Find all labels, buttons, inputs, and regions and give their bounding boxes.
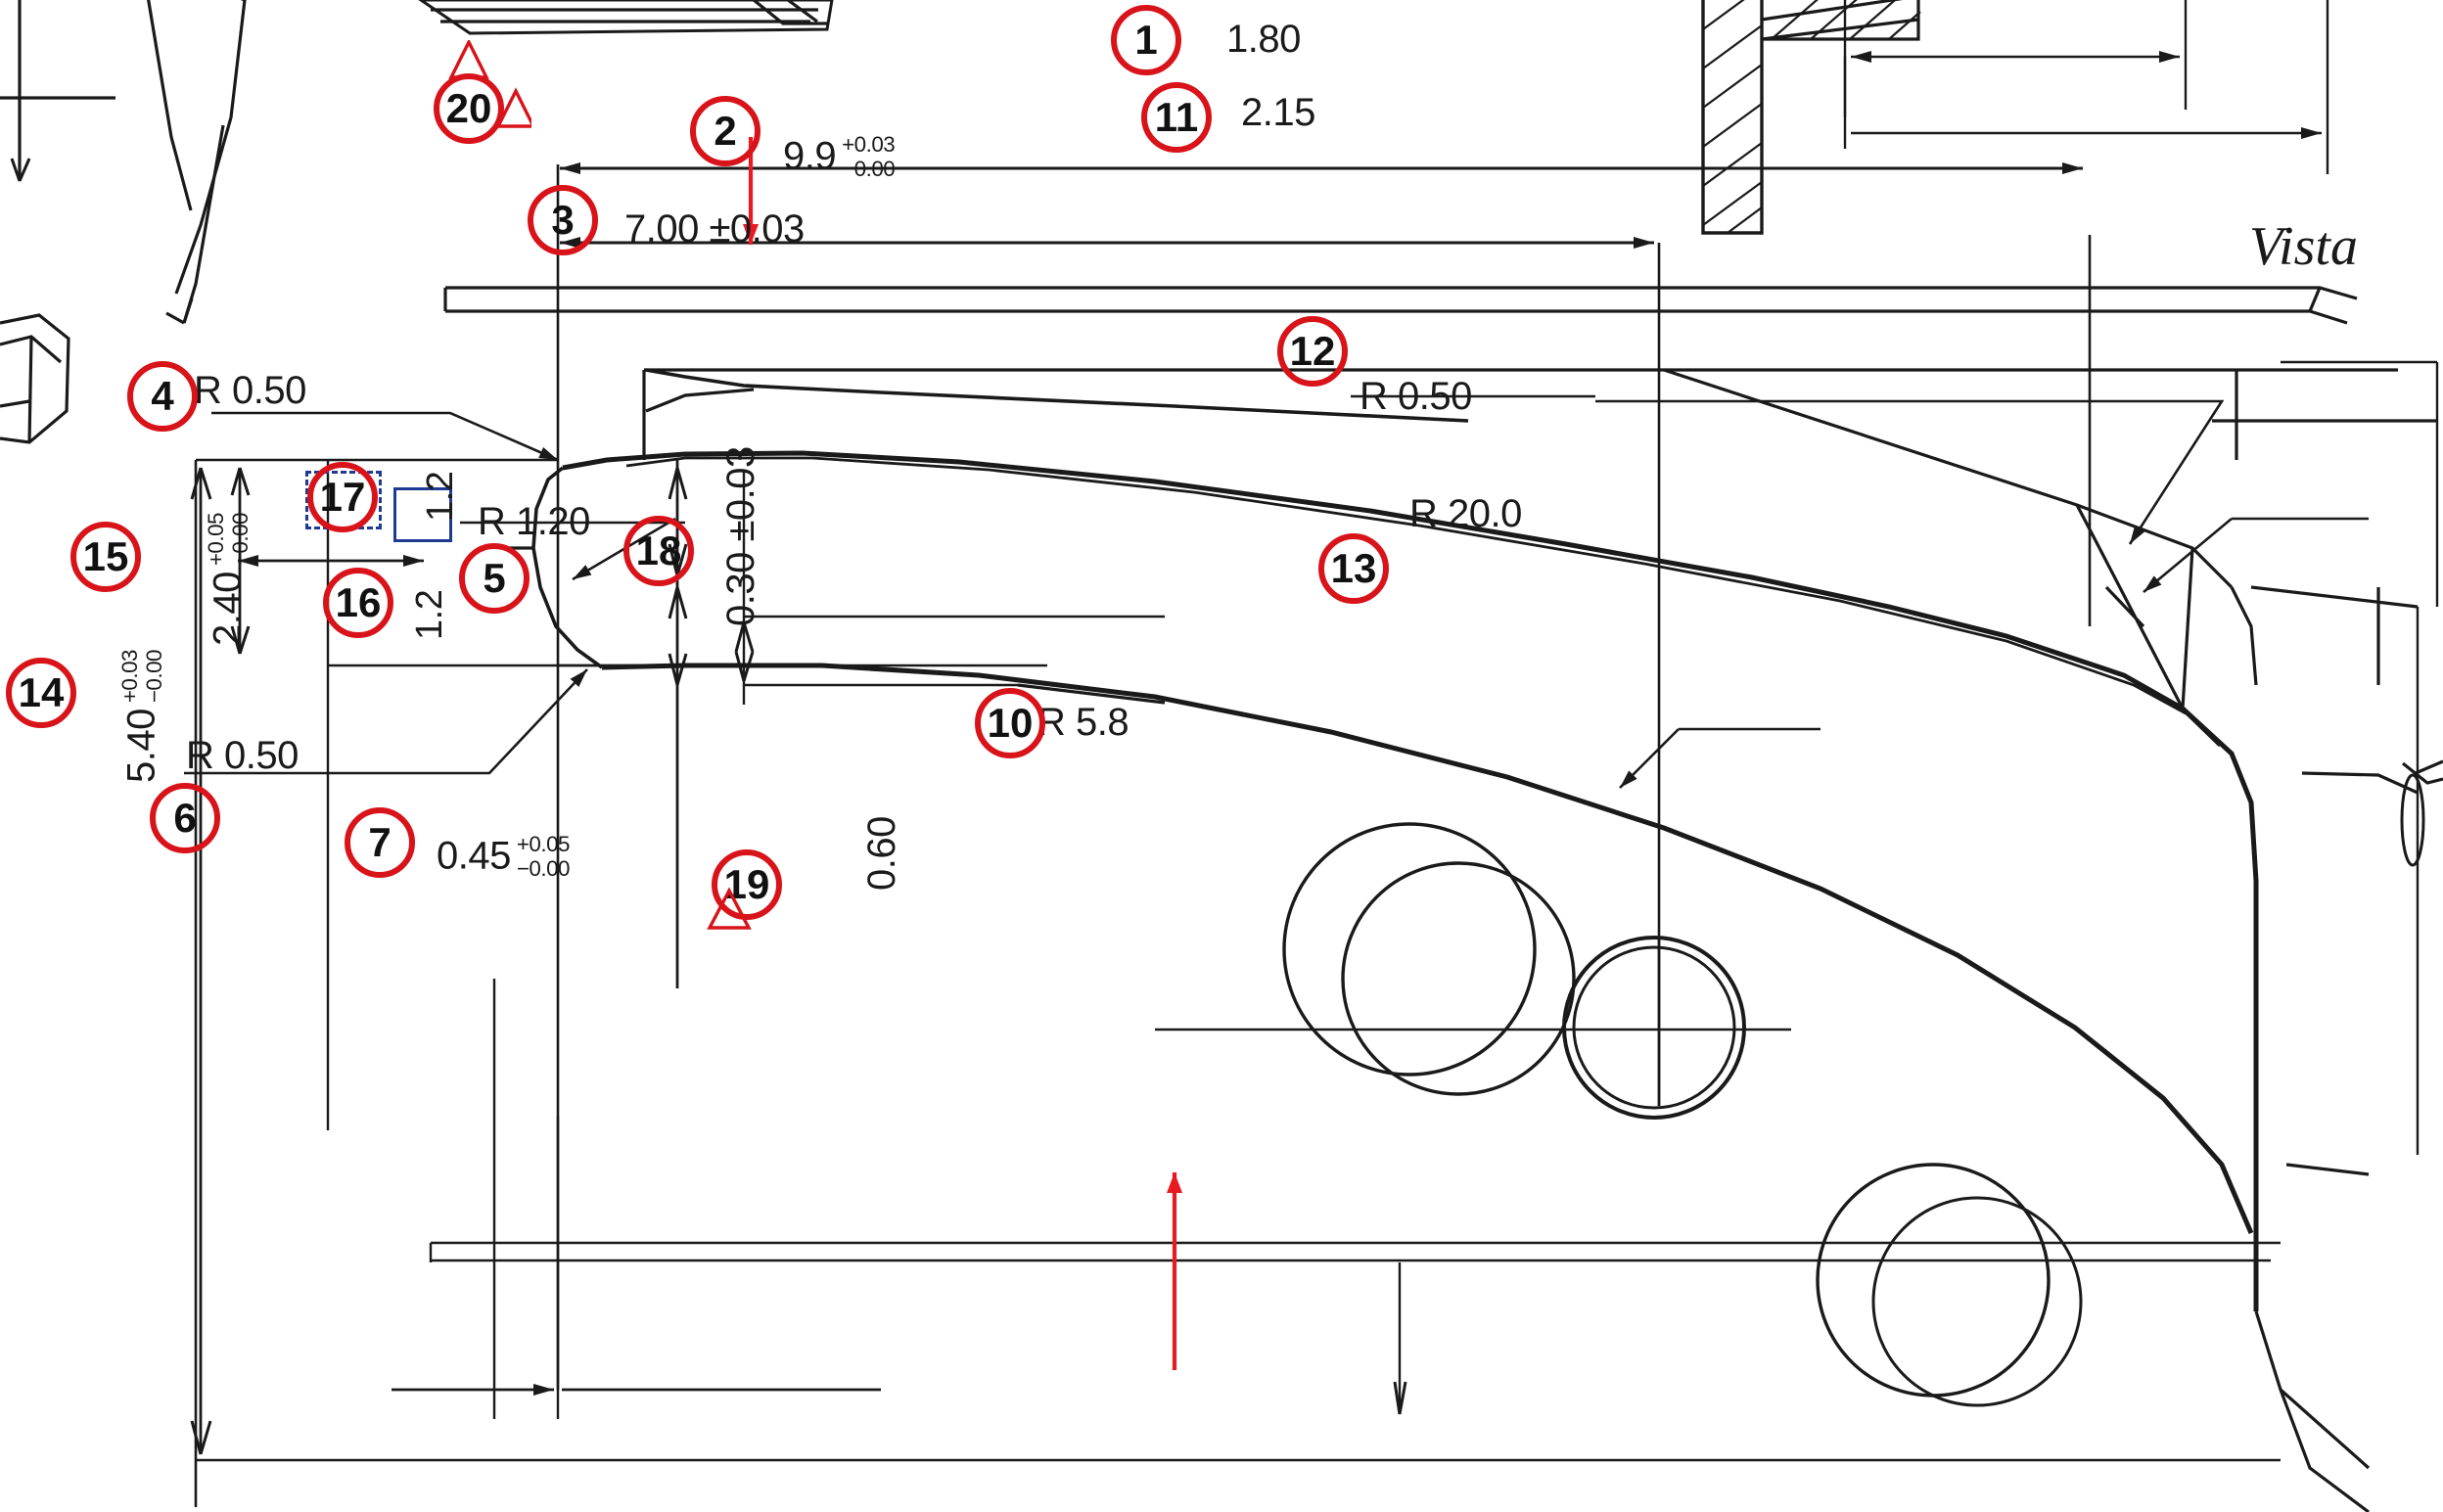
balloon-2[interactable]: 2 — [690, 96, 761, 166]
balloon-4[interactable]: 4 — [127, 361, 198, 432]
balloon-label: 2 — [714, 108, 737, 154]
balloon-label: 10 — [987, 700, 1034, 746]
balloon-3[interactable]: 3 — [528, 185, 598, 255]
balloon-label: 5 — [483, 555, 506, 601]
balloon-13[interactable]: 13 — [1318, 533, 1389, 604]
balloon-label: 15 — [82, 533, 129, 579]
balloon-label: 7 — [368, 819, 392, 865]
balloon-19[interactable]: 19 — [712, 849, 782, 920]
balloon-11[interactable]: 11 — [1141, 82, 1212, 153]
balloon-label: 20 — [445, 85, 492, 131]
balloon-label: 4 — [151, 373, 174, 419]
balloon-17[interactable]: 17 — [307, 462, 378, 532]
balloon-label: 12 — [1289, 328, 1336, 374]
balloon-label: 16 — [335, 579, 382, 625]
balloon-18[interactable]: 18 — [623, 516, 694, 586]
balloon-label: 6 — [173, 795, 197, 841]
dim-1-2-selection[interactable] — [393, 487, 452, 542]
balloon-1[interactable]: 1 — [1111, 5, 1181, 75]
balloon-20[interactable]: 20 — [434, 73, 504, 144]
balloon-label: 18 — [635, 527, 682, 573]
balloon-label: 13 — [1330, 545, 1377, 591]
balloon-6[interactable]: 6 — [150, 783, 220, 853]
balloon-14[interactable]: 14 — [6, 658, 76, 728]
balloon-label: 19 — [723, 861, 770, 907]
balloon-label: 17 — [319, 474, 366, 520]
balloon-label: 1 — [1134, 17, 1158, 63]
balloon-15[interactable]: 15 — [70, 522, 141, 592]
balloon-12[interactable]: 12 — [1277, 316, 1348, 387]
balloon-5[interactable]: 5 — [459, 543, 530, 614]
balloon-label: 11 — [1154, 94, 1199, 140]
balloon-label: 14 — [18, 669, 65, 715]
balloon-10[interactable]: 10 — [975, 688, 1045, 758]
balloon-7[interactable]: 7 — [345, 807, 415, 878]
balloon-16[interactable]: 16 — [323, 568, 393, 638]
balloon-label: 3 — [551, 197, 575, 243]
